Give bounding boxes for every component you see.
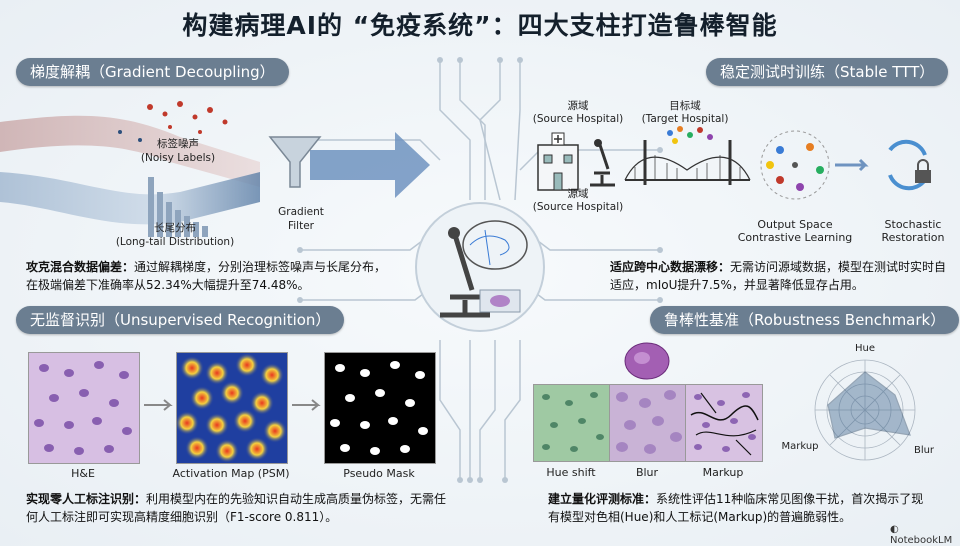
robust-description: 建立量化评测标准：系统性评估11种临床常见图像干扰，首次揭示了现有模型对色相(H…	[548, 492, 924, 524]
robust-heading: 鲁棒性基准（Robustness Benchmark）	[650, 306, 960, 334]
pseudo-mask-image	[324, 352, 436, 464]
unsup-arrows	[144, 399, 321, 411]
radar-hue-label: Hue	[854, 343, 875, 354]
gradient-flow-illustration	[0, 101, 430, 237]
hue-shift-label: Hue shift	[546, 466, 596, 479]
pseudo-mask-label: Pseudo Mask	[343, 467, 415, 480]
source-domain-en: (Source Hospital)	[532, 113, 624, 125]
blur-label: Blur	[635, 466, 659, 479]
ttt-heading: 稳定测试时训练（Stable TTT）	[706, 58, 949, 86]
gradient-description: 攻克混合数据偏差：通过解耦梯度，分别治理标签噪声与长尾分布，在极端偏差下准确率从…	[26, 260, 387, 292]
unsup-heading: 无监督识别（Unsupervised Recognition）	[16, 306, 345, 334]
radar-blur-label: Blur	[913, 445, 935, 456]
output-space-label-2: Contrastive Learning	[737, 231, 853, 244]
ttt-illustration	[537, 126, 931, 200]
activation-map-label: Activation Map (PSM)	[172, 467, 290, 480]
source-domain-cn: 源域	[567, 100, 589, 112]
he-label: H&E	[71, 467, 95, 480]
page-title: 构建病理AI的 “免疫系统”：四大支柱打造鲁棒智能	[182, 11, 778, 40]
source-domain2-cn: 源域	[567, 188, 589, 200]
notebooklm-watermark: ◐ NotebookLM	[890, 524, 960, 546]
tissue-sample-icon	[624, 342, 670, 380]
output-space-label-1: Output Space	[757, 218, 833, 231]
stochastic-label-2: Restoration	[881, 231, 945, 244]
noisy-labels-en: (Noisy Labels)	[140, 152, 216, 164]
longtail-en: (Long-tail Distribution)	[115, 236, 235, 248]
robustness-radar	[814, 359, 916, 461]
target-domain-en: (Target Hospital)	[641, 113, 729, 125]
activation-map-image	[176, 352, 288, 464]
longtail-cn: 长尾分布	[154, 222, 196, 234]
notebooklm-text: NotebookLM	[890, 535, 953, 546]
hue-shift-image	[533, 384, 611, 462]
source-domain2-en: (Source Hospital)	[532, 201, 624, 213]
noisy-labels-cn: 标签噪声	[157, 138, 199, 150]
target-domain-cn: 目标域	[669, 100, 701, 112]
unsup-description: 实现零人工标注识别：利用模型内在的先验知识自动生成高质量伪标签，无需任何人工标注…	[26, 492, 447, 524]
stochastic-label-1: Stochastic	[884, 218, 942, 231]
gradient-filter-label-2: Filter	[287, 220, 314, 232]
notebooklm-logo-icon: ◐	[890, 524, 899, 535]
he-image	[28, 352, 140, 464]
ttt-description: 适应跨中心数据漂移：无需访问源域数据，模型在测试时实时自适应，mIoU提升7.5…	[610, 260, 947, 292]
radar-markup-label: Markup	[781, 441, 819, 452]
gradient-filter-label-1: Gradient	[278, 206, 324, 218]
markup-label: Markup	[702, 466, 744, 479]
blur-image	[609, 384, 687, 462]
gradient-heading: 梯度解耦（Gradient Decoupling）	[16, 58, 289, 86]
markup-image	[685, 384, 763, 462]
center-emblem	[415, 202, 545, 332]
